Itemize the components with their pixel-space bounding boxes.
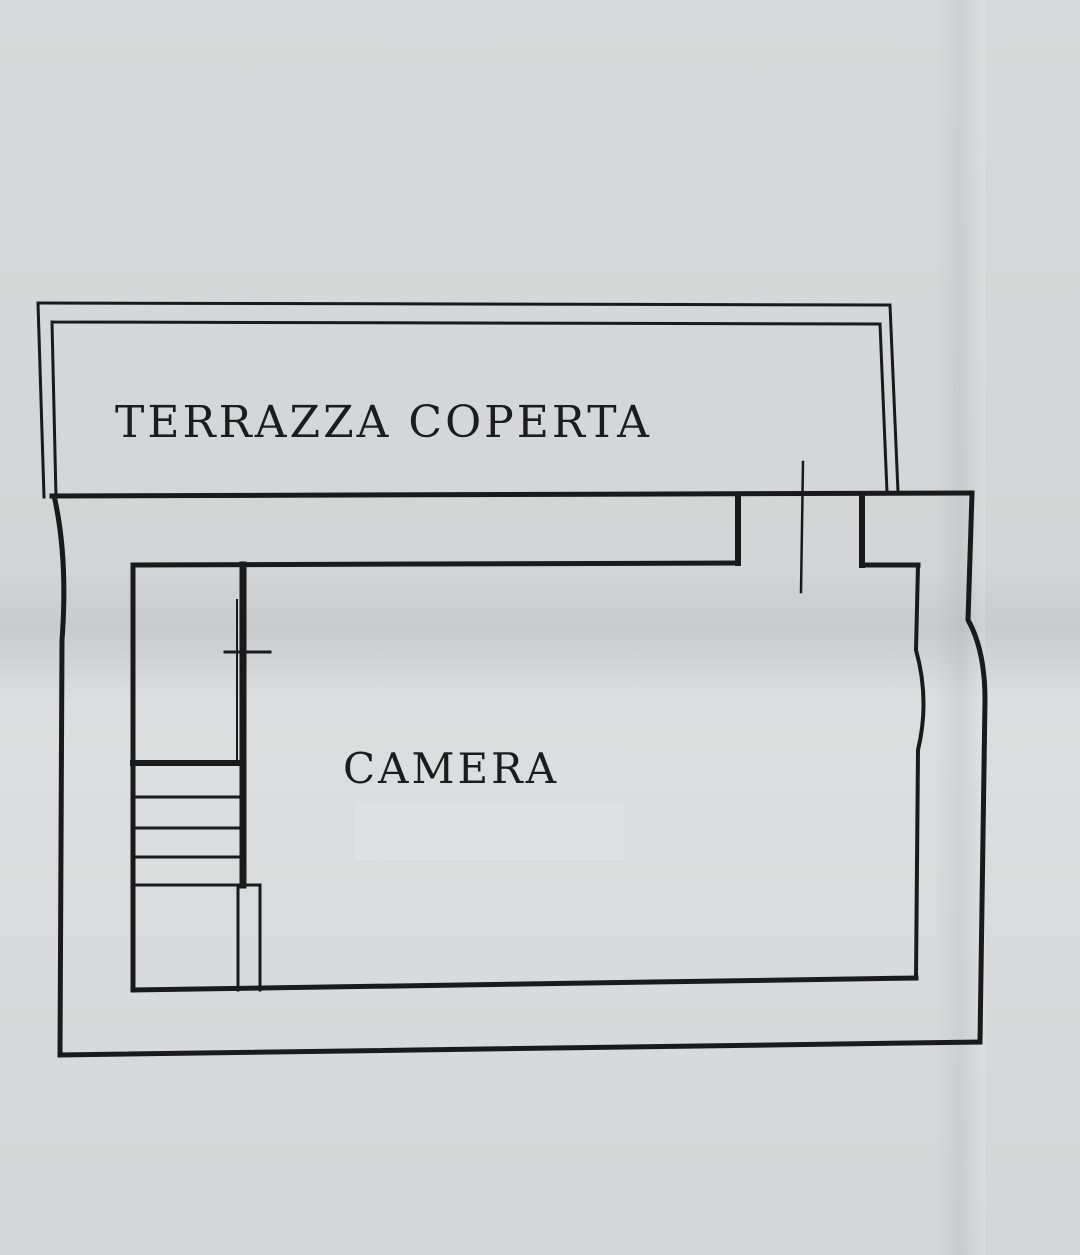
building-right-wall: [965, 490, 988, 1045]
room-right-wall: [913, 562, 926, 981]
room-label-terrazza: TERRAZZA COPERTA: [115, 397, 652, 448]
building-top-wall: [49, 490, 975, 499]
terrace-outer-wall-left: [36, 301, 46, 499]
stair-double-line: [236, 883, 262, 992]
paper-fold: [935, 0, 985, 1255]
terrace-outer-wall: [36, 301, 900, 494]
stair-steps: [131, 795, 245, 887]
room-label-camera: CAMERA: [343, 744, 559, 793]
building-left-wall: [52, 497, 67, 1058]
room-bottom-wall: [130, 975, 919, 993]
terrace-inner-wall: [50, 320, 889, 499]
room-top-wall: [130, 560, 921, 568]
building-bottom-wall: [57, 1039, 983, 1058]
door-line: [799, 460, 805, 594]
redacted-area: [355, 802, 625, 860]
